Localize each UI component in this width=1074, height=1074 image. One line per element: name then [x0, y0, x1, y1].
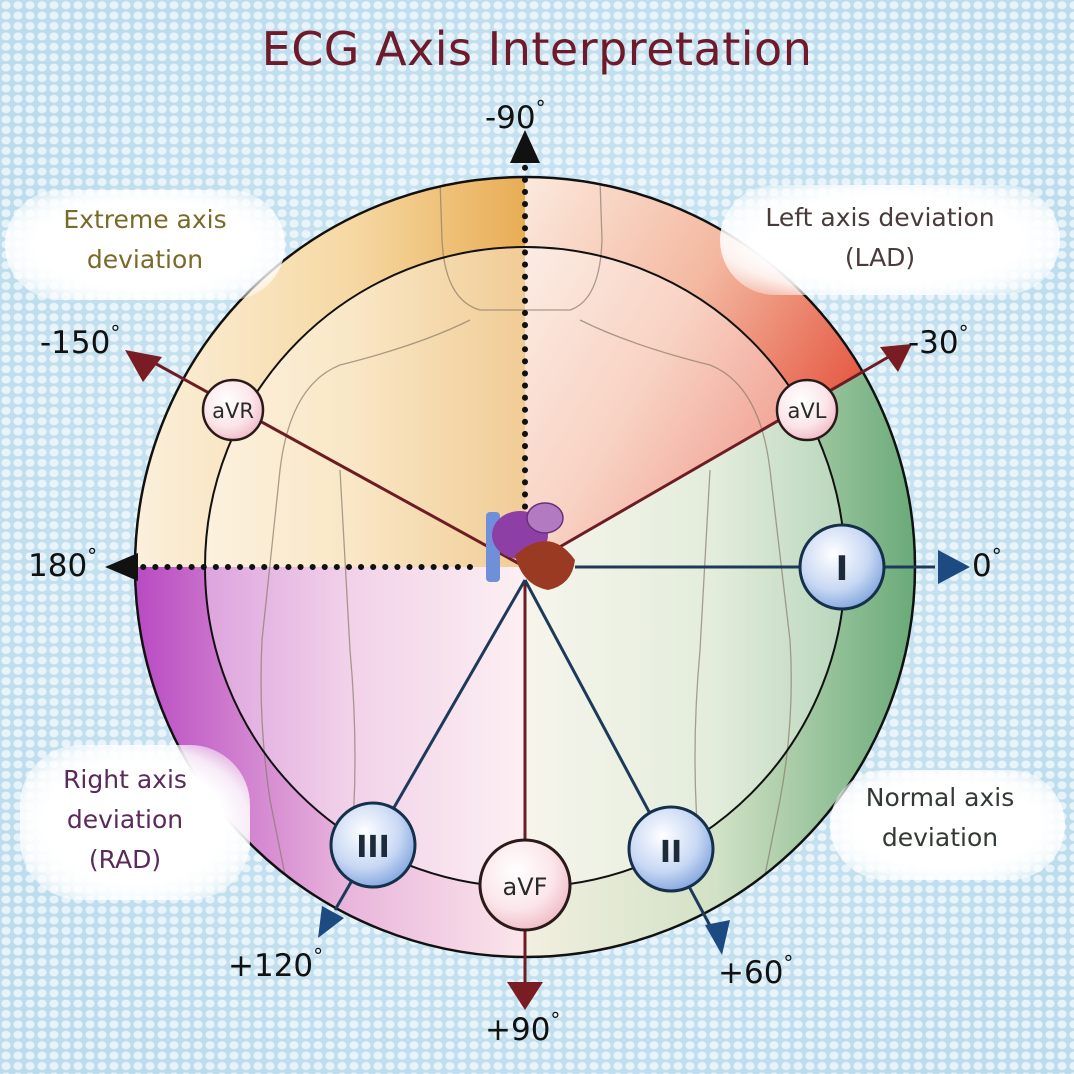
deg-0: 0° — [972, 544, 1002, 584]
deg-plus120: +120° — [228, 944, 324, 984]
deg-180: 180° — [28, 544, 98, 584]
rad-line3: (RAD) — [88, 845, 162, 874]
extreme-cloud — [5, 190, 285, 300]
lead-aVL[interactable]: aVL — [775, 378, 839, 442]
rad-zone-label: Right axis deviation (RAD) — [35, 760, 215, 880]
180-arrowhead — [105, 553, 138, 581]
lead-aVF-label: aVF — [503, 873, 548, 901]
normal-cloud — [830, 770, 1065, 880]
page-title: ECG Axis Interpretation — [261, 22, 813, 76]
0-arrowhead — [938, 550, 970, 584]
lead-II[interactable]: II — [627, 805, 715, 893]
deg-minus90: -90° — [485, 96, 546, 136]
extreme-zone-label: Extreme axis deviation — [20, 200, 270, 280]
plus60-arrowhead — [705, 920, 730, 955]
lead-II-label: II — [660, 835, 682, 870]
lead-aVR[interactable]: aVR — [201, 378, 265, 442]
minus30-arrowhead — [880, 344, 912, 372]
rad-cloud — [20, 745, 250, 900]
lead-aVL-label: aVL — [788, 399, 827, 423]
normal-zone-label: Normal axis deviation — [835, 778, 1045, 858]
lad-line1: Left axis deviation — [765, 203, 995, 232]
lad-cloud — [720, 185, 1060, 295]
lead-I[interactable]: I — [798, 523, 886, 611]
minus150-arrowhead — [125, 350, 162, 382]
heart-icon — [486, 502, 575, 590]
lead-aVR-label: aVR — [212, 399, 254, 423]
extreme-line1: Extreme axis — [63, 205, 227, 234]
lad-line2: (LAD) — [844, 243, 916, 272]
lead-I-label: I — [836, 549, 849, 589]
extreme-line2: deviation — [86, 245, 204, 274]
rad-line2: deviation — [66, 805, 184, 834]
deg-plus60: +60° — [718, 951, 794, 991]
minus90-arrowhead — [510, 130, 540, 163]
rad-line1: Right axis — [63, 765, 187, 794]
lead-III[interactable]: III — [329, 801, 417, 889]
deg-minus150: -150° — [40, 321, 121, 361]
plus120-arrowhead — [318, 906, 344, 938]
deg-plus90: +90° — [485, 1008, 561, 1048]
lad-zone-label: Left axis deviation (LAD) — [725, 198, 1035, 278]
lead-III-label: III — [356, 830, 390, 865]
normal-line1: Normal axis — [865, 783, 1015, 812]
normal-line2: deviation — [881, 823, 999, 852]
deg-minus30: -30° — [908, 321, 969, 361]
lead-aVF[interactable]: aVF — [478, 838, 572, 932]
plus90-arrowhead — [507, 982, 543, 1010]
